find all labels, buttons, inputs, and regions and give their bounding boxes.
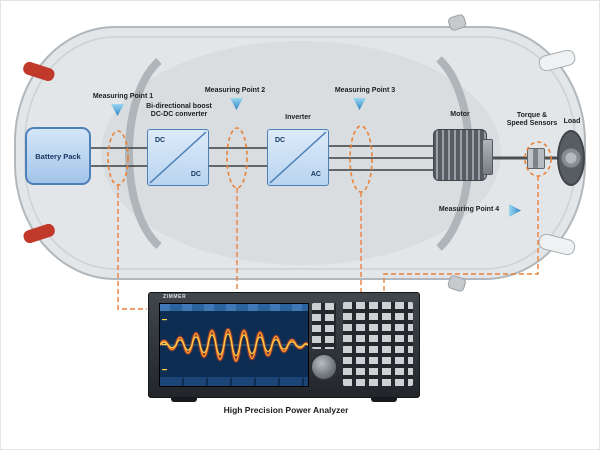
converter-dc-in-label: DC [155,137,166,144]
measuring-point-2-label: Measuring Point 2 [204,87,266,94]
measuring-point-3-label: Measuring Point 3 [334,87,396,94]
measuring-point-4-label: Measuring Point 4 [438,206,500,213]
converter-title: Bi-directional boost DC-DC converter [146,103,212,119]
motor [433,129,493,181]
battery-pack: Battery Pack [25,127,91,185]
analyzer-screen [159,303,309,387]
taillight-top [23,61,55,82]
analyzer-rotary-knob [310,353,338,381]
converter-dc-out-label: DC [190,171,201,178]
measuring-point-1-label: Measuring Point 1 [92,93,154,100]
analyzer-foot-right [371,397,397,402]
screen-softkey-bar [160,377,308,386]
sensors-label: Torque & Speed Sensors [506,112,558,128]
load-flywheel [557,130,585,186]
inverter: DC AC [267,129,329,186]
inverter-title: Inverter [285,114,311,121]
analyzer-foot-left [171,397,197,402]
analyzer-side-buttons [312,303,336,349]
inverter-dc-label: DC [275,137,286,144]
motor-label: Motor [450,111,470,118]
headlight-top [538,49,576,72]
power-analyzer: ZIMMER [148,292,420,402]
analyzer-waveform [160,319,308,371]
analyzer-brand-label: ZIMMER [163,294,187,300]
load-label: Load [563,118,581,125]
torque-speed-sensor [527,148,545,169]
screen-menu-bar [160,304,308,311]
dcdc-converter: DC DC [147,129,209,186]
inverter-diagonal [269,131,327,184]
headlight-bottom [538,233,576,256]
analyzer-caption: High Precision Power Analyzer [223,405,349,415]
taillight-bottom [23,223,55,244]
mirror-top [448,14,467,31]
converter-diagonal [149,131,207,184]
analyzer-keypad [343,302,413,386]
battery-pack-label: Battery Pack [35,151,81,161]
inverter-ac-label: AC [310,171,321,178]
